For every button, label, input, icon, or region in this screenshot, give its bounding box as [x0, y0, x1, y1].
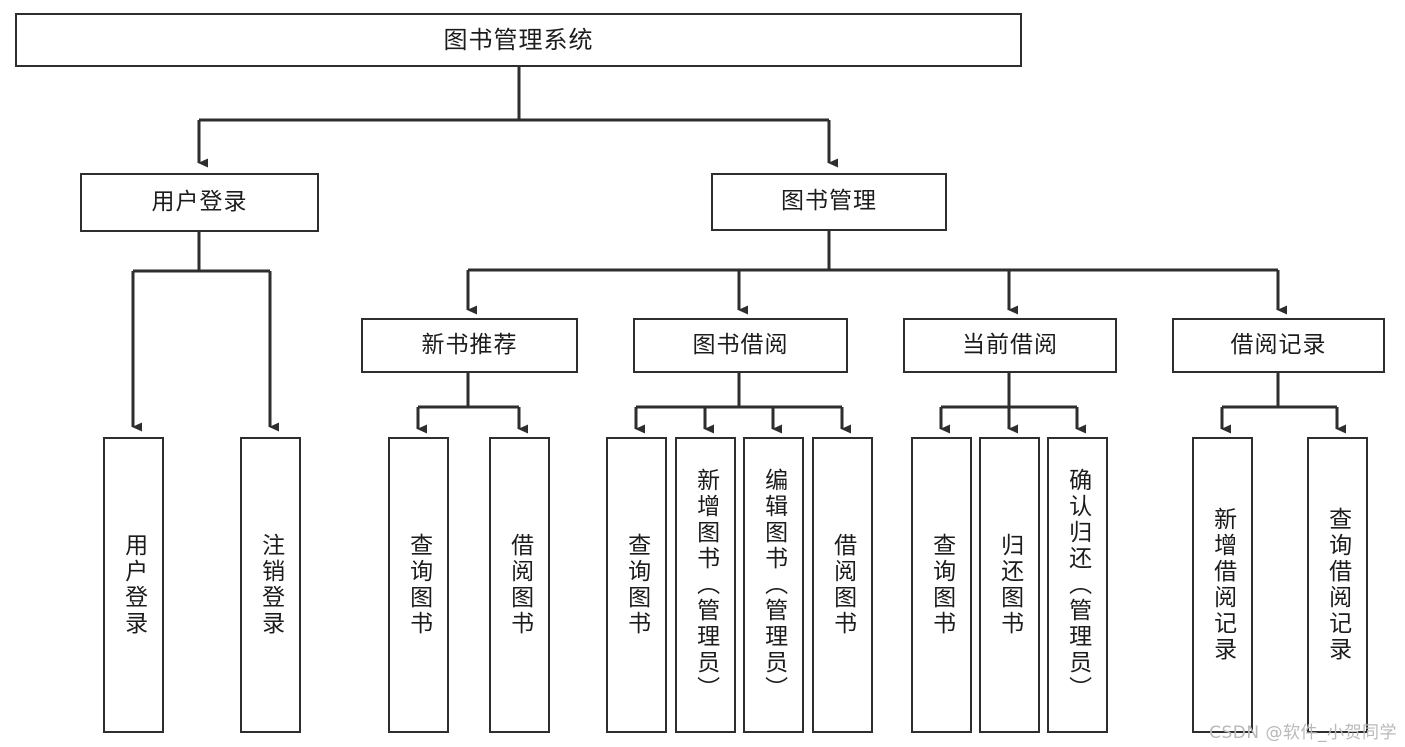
node-label: 新增图书（管理员） — [692, 468, 719, 702]
node-borrow-record[interactable]: 借阅记录 — [1172, 318, 1385, 373]
node-label: 查询借阅记录 — [1324, 507, 1351, 663]
node-label: 查询图书 — [928, 533, 955, 637]
node-label: 查询图书 — [623, 533, 650, 637]
node-leaf-query-book-2[interactable]: 查询图书 — [606, 437, 667, 733]
node-leaf-return-book[interactable]: 归还图书 — [979, 437, 1040, 733]
node-leaf-confirm-return[interactable]: 确认归还（管理员） — [1047, 437, 1108, 733]
node-label: 查询图书 — [405, 533, 432, 637]
node-label: 新增借阅记录 — [1209, 507, 1236, 663]
node-label: 新书推荐 — [421, 331, 518, 358]
node-label: 编辑图书（管理员） — [760, 468, 787, 702]
node-label: 借阅图书 — [506, 533, 533, 637]
node-leaf-add-book[interactable]: 新增图书（管理员） — [675, 437, 736, 733]
watermark-text: CSDN @软件_小贺同学 — [1209, 723, 1397, 743]
node-leaf-query-book-1[interactable]: 查询图书 — [388, 437, 449, 733]
node-leaf-borrow-book-1[interactable]: 借阅图书 — [489, 437, 550, 733]
node-label: 图书管理系统 — [443, 25, 594, 54]
node-leaf-add-record[interactable]: 新增借阅记录 — [1192, 437, 1253, 733]
node-label: 当前借阅 — [962, 331, 1058, 358]
node-root-system[interactable]: 图书管理系统 — [15, 13, 1022, 67]
node-user-login[interactable]: 用户登录 — [80, 173, 319, 232]
node-label: 借阅图书 — [829, 533, 856, 637]
node-new-book-recommend[interactable]: 新书推荐 — [361, 318, 578, 373]
node-leaf-edit-book[interactable]: 编辑图书（管理员） — [743, 437, 804, 733]
node-label: 借阅记录 — [1230, 331, 1327, 358]
node-label: 用户登录 — [151, 188, 248, 215]
node-leaf-logout[interactable]: 注销登录 — [240, 437, 301, 733]
node-leaf-query-book-3[interactable]: 查询图书 — [911, 437, 972, 733]
node-label: 图书管理 — [781, 188, 877, 215]
node-label: 用户登录 — [120, 533, 147, 637]
node-label: 图书借阅 — [692, 331, 789, 358]
node-leaf-query-record[interactable]: 查询借阅记录 — [1307, 437, 1368, 733]
node-leaf-login[interactable]: 用户登录 — [103, 437, 164, 733]
node-book-management[interactable]: 图书管理 — [711, 173, 947, 231]
node-current-borrow[interactable]: 当前借阅 — [903, 318, 1117, 373]
node-leaf-borrow-book-2[interactable]: 借阅图书 — [812, 437, 873, 733]
node-label: 注销登录 — [257, 533, 284, 637]
node-book-borrow[interactable]: 图书借阅 — [633, 318, 848, 373]
node-label: 确认归还（管理员） — [1064, 468, 1091, 702]
node-label: 归还图书 — [996, 533, 1023, 637]
